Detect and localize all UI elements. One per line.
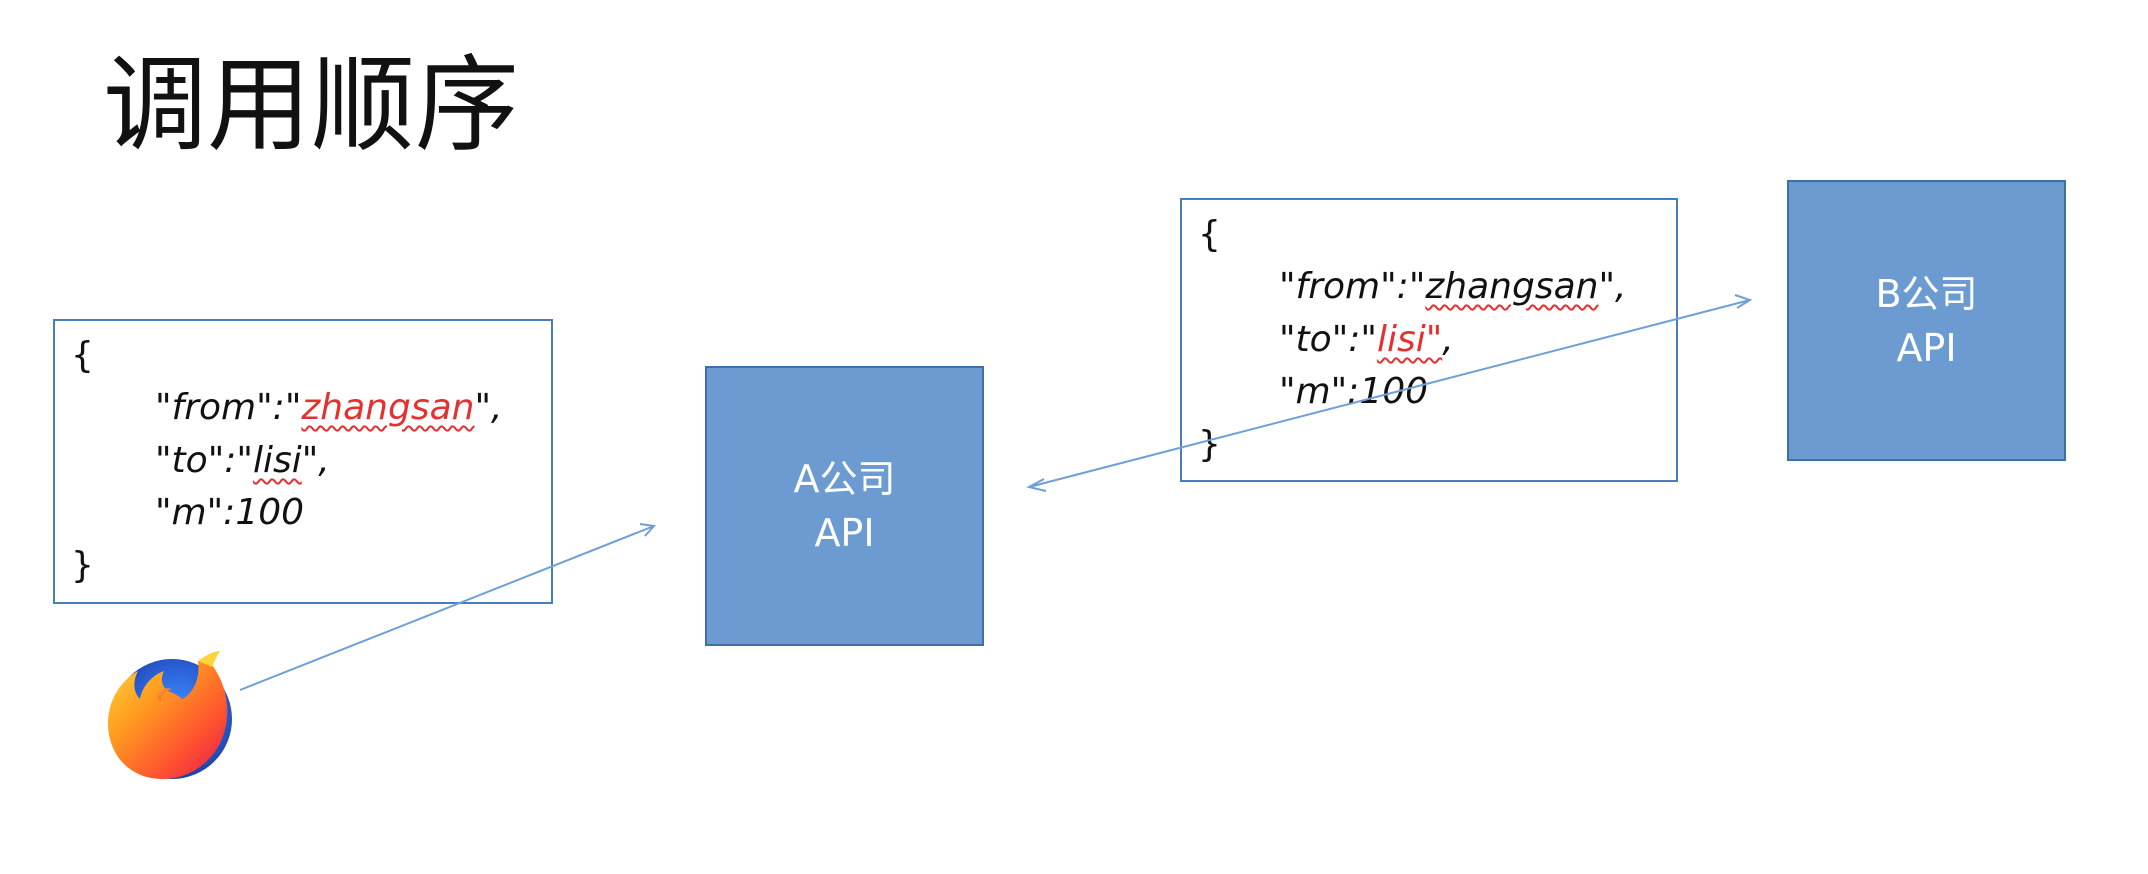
json-key-to: "to":" [155,440,253,481]
json-value-to: lisi [252,440,302,481]
slide-title: 调用顺序 [103,44,520,166]
json-tail-to: ", [301,440,330,481]
arrowhead-company-a-end [639,523,656,537]
json-value-m: 100 [1359,371,1429,412]
json-key-to: "to":" [1279,319,1377,360]
json-value-from: zhangsan [301,387,475,428]
json-close-brace: } [1198,424,1221,465]
json-key-from: "from":" [155,387,302,428]
firefox-logo-icon [108,651,232,779]
json-line-from: "from":"zhangsan", [1279,260,1626,314]
json-key-from: "from":" [1279,266,1426,307]
json-key-m: "m": [155,492,236,533]
json-open-brace: { [71,335,94,376]
json-tail-from: ", [474,387,503,428]
json-line-from: "from":"zhangsan", [155,381,502,435]
json-line-to: "to":"lisi", [155,434,330,488]
request-json-box-b: { "from":"zhangsan", "to":"lisi", "m":10… [1180,198,1678,482]
json-line-to: "to":"lisi", [1279,313,1454,367]
json-value-m: 100 [235,492,305,533]
request-json-box-a: { "from":"zhangsan", "to":"lisi", "m":10… [53,319,553,604]
company-a-api-label: API [814,511,875,555]
arrowhead-company-a-side [1026,478,1047,492]
json-key-m: "m": [1279,371,1360,412]
json-value-from: zhangsan [1425,266,1599,307]
company-b-api-label: API [1896,325,1957,370]
company-b-api-box: B公司 API [1787,180,2066,461]
json-open-brace: { [1198,214,1221,255]
json-close-brace: } [71,545,94,586]
json-line-m: "m":100 [1279,365,1428,419]
json-value-to: lisi" [1376,319,1443,360]
company-a-api-box: A公司 API [705,366,984,646]
json-line-m: "m":100 [155,486,304,540]
company-a-name: A公司 [793,457,896,501]
arrowhead-company-b-side [1734,294,1753,309]
company-b-name: B公司 [1875,271,1978,316]
json-tail-to: , [1442,319,1454,360]
json-tail-from: ", [1598,266,1627,307]
